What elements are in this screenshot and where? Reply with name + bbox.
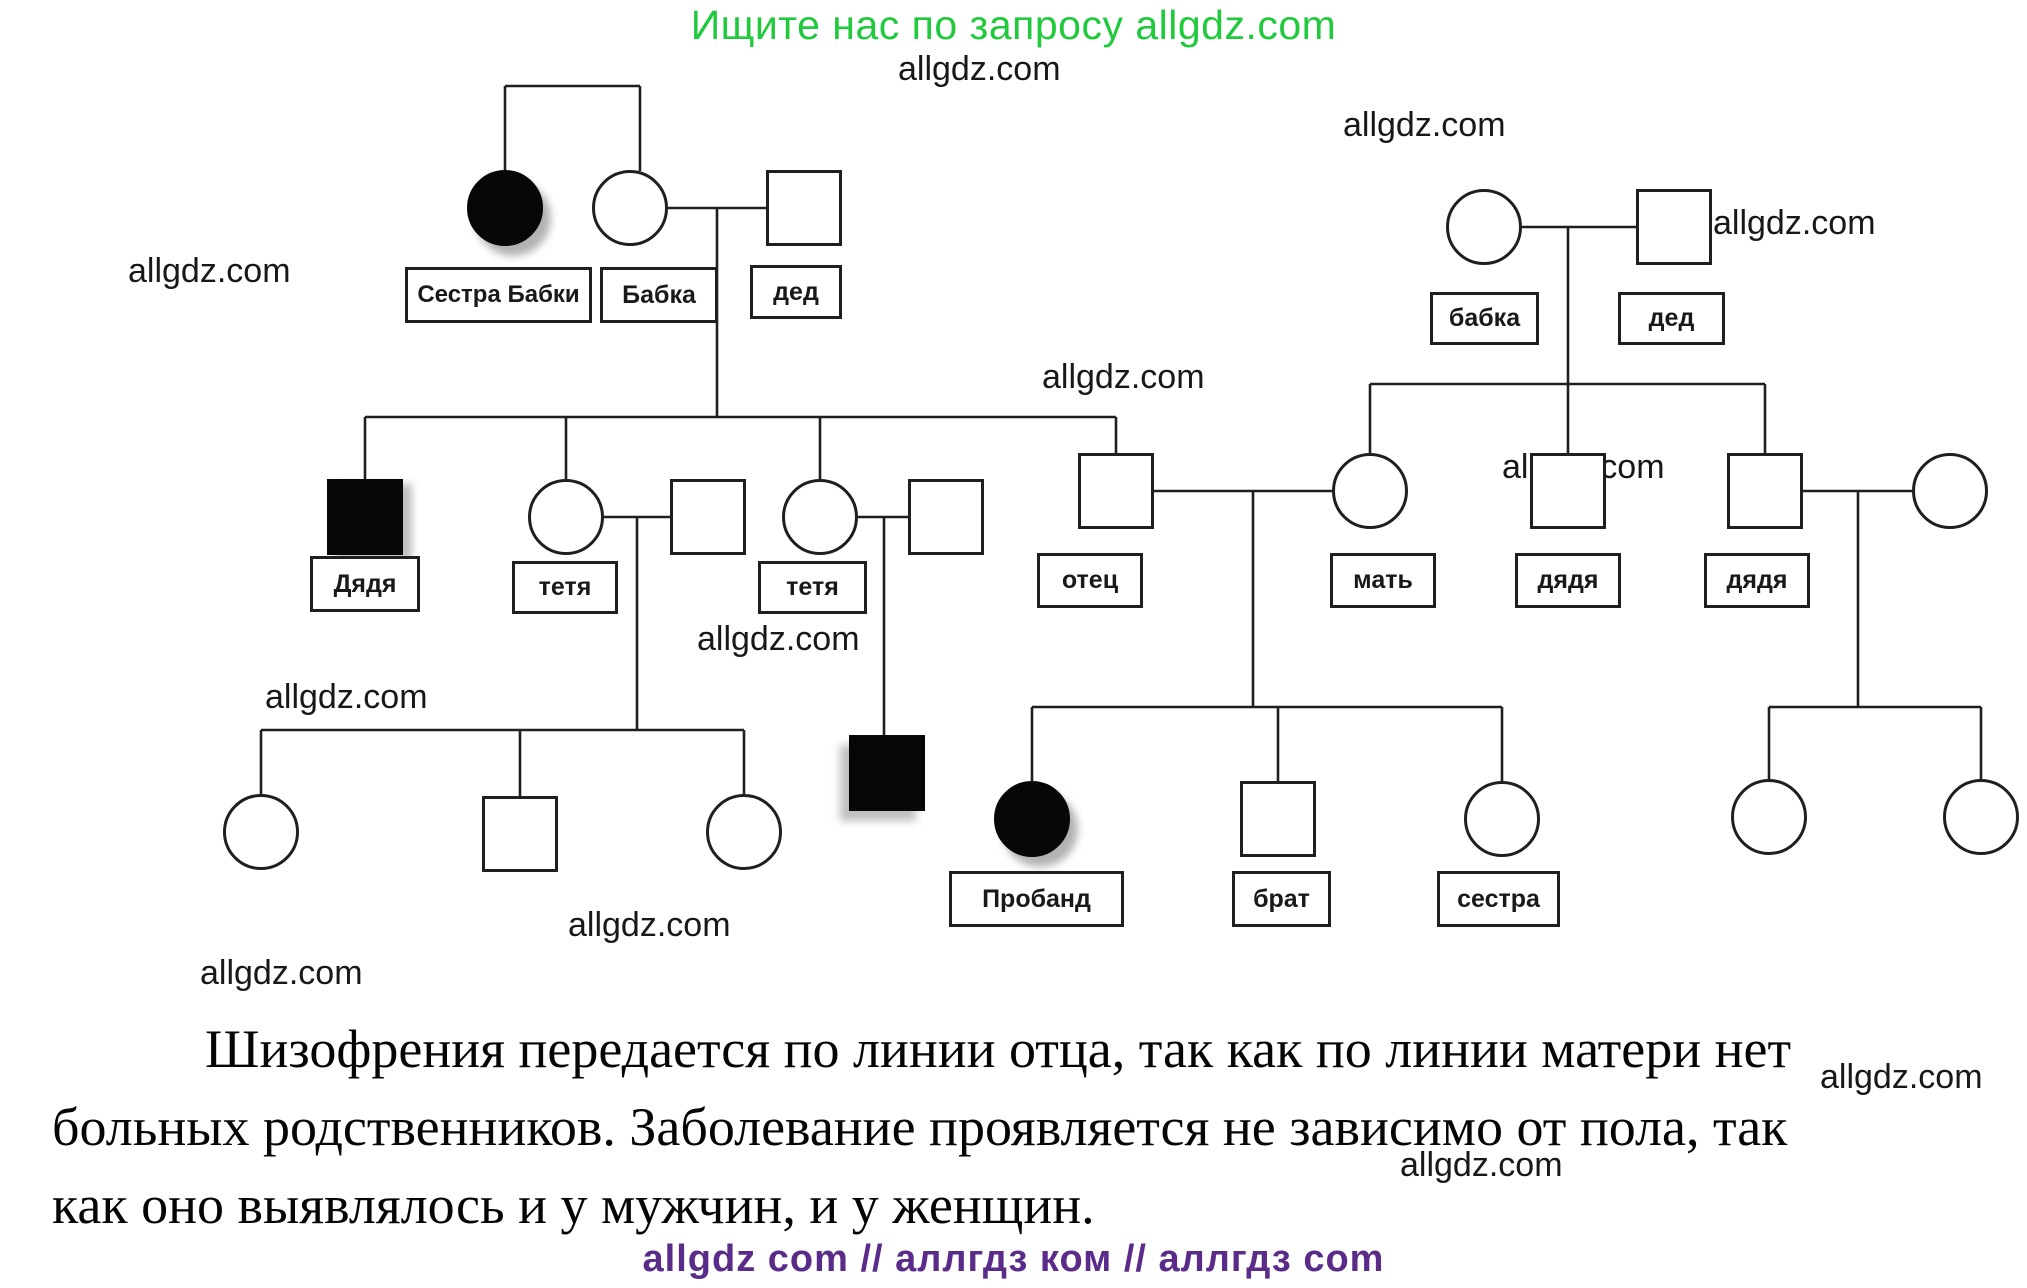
label-grandmother-sister: Сестра Бабки xyxy=(405,267,592,323)
symbol-father-male xyxy=(1078,453,1154,529)
label-uncle1-right: дядя xyxy=(1515,553,1621,608)
symbol-cousin-affected-male xyxy=(849,735,925,811)
symbol-proband-affected-female xyxy=(994,781,1070,857)
symbol-grandmother-left-female xyxy=(592,170,668,246)
symbol-aunt1-female xyxy=(528,479,604,555)
symbol-uncle2-right-male xyxy=(1727,453,1803,529)
symbol-uncle-affected-male xyxy=(327,479,403,555)
watermark: allgdz.com xyxy=(1343,106,1506,144)
conclusion-line-3: как оно выявлялось и у мужчин, и у женщи… xyxy=(52,1175,1095,1235)
symbol-aunt2-husband-male xyxy=(908,479,984,555)
symbol-cousin-female-2 xyxy=(706,794,782,870)
symbol-sister-female xyxy=(1464,781,1540,857)
symbol-grandmother-right-female xyxy=(1446,189,1522,265)
watermark: allgdz.com xyxy=(1820,1058,1983,1096)
label-brother: брат xyxy=(1232,871,1331,927)
watermark: allgdz.com xyxy=(128,252,291,290)
watermark: allgdz.com xyxy=(568,906,731,944)
label-uncle2-right: дядя xyxy=(1704,553,1810,608)
symbol-cousin-female-4 xyxy=(1943,779,2019,855)
watermark: allgdz.com xyxy=(1042,358,1205,396)
label-father: отец xyxy=(1037,553,1143,608)
conclusion-line-2: больных родственников. Заболевание прояв… xyxy=(52,1097,1788,1157)
label-grandmother-left: Бабка xyxy=(600,267,718,323)
watermark: allgdz.com xyxy=(697,620,860,658)
label-proband: Пробанд xyxy=(949,871,1124,927)
label-grandmother-right: бабка xyxy=(1430,292,1539,345)
watermark: allgdz.com xyxy=(200,954,363,992)
label-mother: мать xyxy=(1330,553,1436,608)
footer-site-links: allgdz com // аллгдз ком // аллгдз com xyxy=(642,1238,1385,1280)
symbol-aunt2-female xyxy=(782,479,858,555)
symbol-uncle2-wife-female xyxy=(1912,453,1988,529)
watermark: allgdz.com xyxy=(1400,1146,1563,1184)
label-aunt1: тетя xyxy=(512,561,618,614)
symbol-grandmother-sister-affected-female xyxy=(467,170,543,246)
symbol-mother-female xyxy=(1332,453,1408,529)
conclusion-line-1: Шизофрения передается по линии отца, так… xyxy=(205,1019,1792,1079)
label-aunt2: тетя xyxy=(758,561,867,614)
label-uncle: Дядя xyxy=(310,556,420,612)
page-title: Ищите нас по запросу allgdz.com xyxy=(690,2,1337,48)
symbol-grandfather-right-male xyxy=(1636,189,1712,265)
watermark: allgdz.com xyxy=(898,50,1061,88)
symbol-uncle1-right-male xyxy=(1530,453,1606,529)
watermark: allgdz.com xyxy=(1713,204,1876,242)
symbol-cousin-male xyxy=(482,796,558,872)
symbol-cousin-female-3 xyxy=(1731,779,1807,855)
symbol-aunt1-husband-male xyxy=(670,479,746,555)
watermark: allgdz.com xyxy=(265,678,428,716)
label-grandfather-left: дед xyxy=(750,265,842,319)
symbol-grandfather-left-male xyxy=(766,170,842,246)
symbol-cousin-female-1 xyxy=(223,794,299,870)
label-grandfather-right: дед xyxy=(1618,292,1725,345)
label-sister: сестра xyxy=(1437,871,1560,927)
symbol-brother-male xyxy=(1240,781,1316,857)
